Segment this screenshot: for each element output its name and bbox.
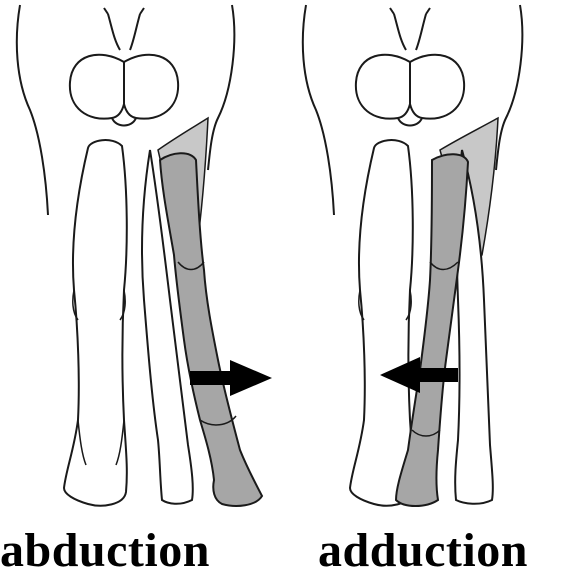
abduction-buttocks (70, 55, 178, 126)
abduction-label: abduction (0, 520, 286, 582)
abduction-panel (17, 5, 272, 506)
adduction-label: adduction (318, 520, 572, 582)
abduction-standing-leg (64, 140, 127, 506)
adduction-tail (390, 8, 430, 50)
abduction-tail (104, 8, 144, 50)
adduction-panel (303, 5, 523, 506)
adduction-buttocks (356, 55, 464, 126)
adduction-standing-leg (350, 140, 413, 506)
